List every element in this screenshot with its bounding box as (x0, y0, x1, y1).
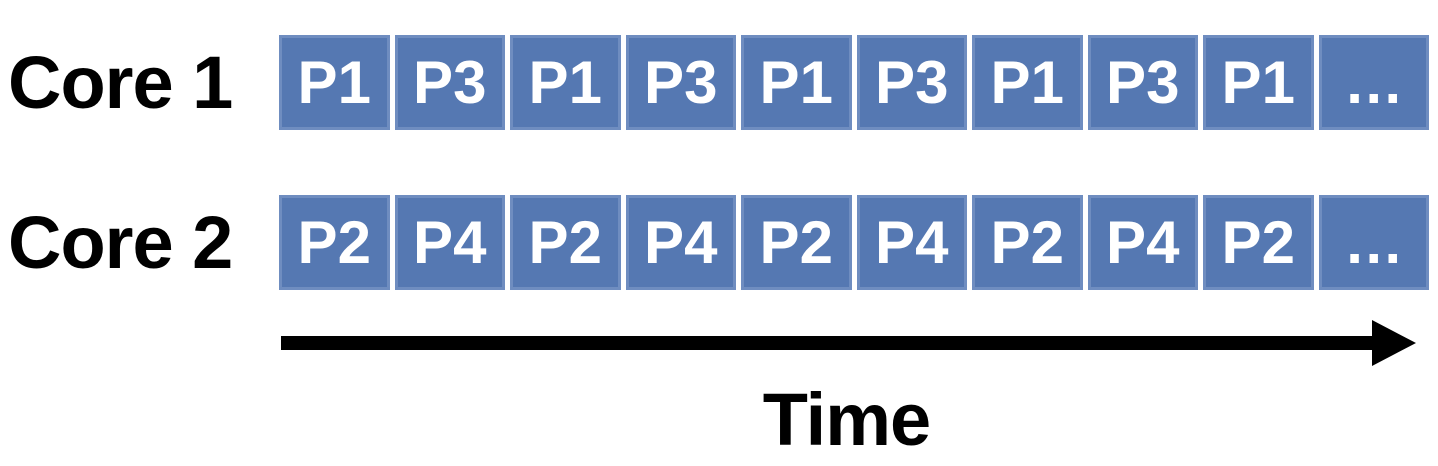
timeslice-p3: P3 (625, 35, 736, 130)
timeslice-p4: P4 (1087, 195, 1198, 290)
timeslice-p3: P3 (394, 35, 505, 130)
core-label-1: Core 1 (8, 41, 233, 124)
timeslice-p2: P2 (972, 195, 1083, 290)
timeslice-p4: P4 (625, 195, 736, 290)
timeslice-p4: P4 (856, 195, 967, 290)
timeslice-p1: P1 (279, 35, 390, 130)
timeslice-p1: P1 (972, 35, 1083, 130)
timeslice-p2: P2 (510, 195, 621, 290)
timeslice-p1: P1 (510, 35, 621, 130)
timeslice-p2: P2 (279, 195, 390, 290)
timeslice-p3: P3 (1087, 35, 1198, 130)
time-axis-label: Time (762, 378, 931, 461)
arrow-head-icon (1372, 320, 1416, 366)
timeslice-p4: P4 (394, 195, 505, 290)
timeslice-p1: P1 (1203, 35, 1314, 130)
timeslice-p2: P2 (741, 195, 852, 290)
timeslice-ellipsis: … (1318, 195, 1429, 290)
timeslice-p1: P1 (741, 35, 852, 130)
core-label-2: Core 2 (8, 201, 233, 284)
time-axis-arrow-shaft (281, 336, 1376, 350)
timeslice-p3: P3 (856, 35, 967, 130)
timeslice-ellipsis: … (1318, 35, 1429, 130)
timeslice-p2: P2 (1203, 195, 1314, 290)
